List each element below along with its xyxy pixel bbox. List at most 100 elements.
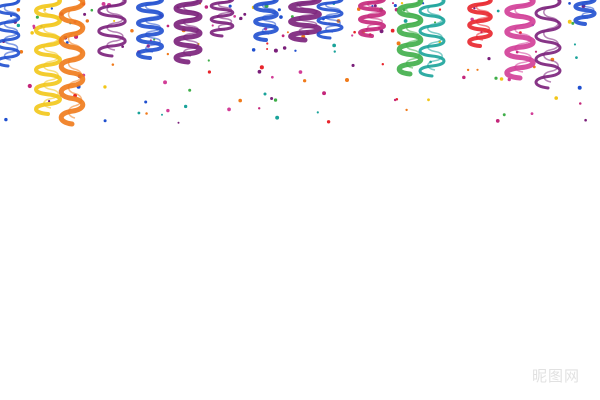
confetti-dot [19, 50, 24, 54]
streamer-green [396, 0, 424, 77]
streamer-twist [3, 0, 19, 61]
confetti-dot [279, 15, 283, 19]
confetti-dot [50, 7, 53, 10]
confetti-dot [351, 34, 354, 37]
confetti-dot [275, 115, 280, 120]
confetti-dot [579, 102, 582, 105]
confetti-dot [567, 19, 572, 24]
confetti-dot [573, 43, 576, 46]
confetti-dot [282, 46, 287, 50]
confetti-dot [83, 12, 87, 16]
streamer-yellow [34, 0, 62, 116]
streamer-purple [534, 0, 562, 90]
confetti-dot [427, 98, 430, 102]
confetti-dot [316, 111, 319, 114]
confetti-dot [251, 48, 256, 52]
confetti-dot [462, 75, 466, 80]
confetti-dot [228, 4, 232, 8]
confetti-dot [35, 15, 39, 19]
confetti-dot [332, 43, 336, 48]
confetti-dot [103, 85, 107, 89]
confetti-dot [113, 19, 116, 22]
streamer-twist [367, 0, 383, 31]
confetti-dot [259, 65, 264, 70]
confetti-dot [353, 30, 356, 34]
confetti-dot [48, 100, 51, 103]
confetti-dot [90, 8, 94, 12]
confetti-dot [163, 80, 167, 85]
streamer-twist [475, 0, 491, 41]
streamer-pink [504, 0, 536, 81]
confetti-dot [502, 113, 506, 117]
confetti-dot [568, 2, 571, 5]
confetti-dot [233, 15, 236, 18]
confetti-dot [571, 21, 575, 25]
confetti-dot [393, 98, 397, 102]
confetti-dot [473, 7, 476, 10]
confetti-dot [333, 50, 336, 53]
confetti-dot [130, 29, 134, 33]
confetti-dot [16, 8, 21, 12]
confetti-dot [204, 5, 209, 9]
confetti-dot [345, 78, 349, 82]
confetti-dot [121, 45, 124, 48]
confetti-dot [393, 4, 397, 8]
streamer-twist [183, 0, 199, 57]
confetti-dot [144, 100, 148, 104]
streamer-twist [145, 0, 161, 53]
confetti-dot [103, 119, 107, 123]
streamer-twist [581, 0, 595, 19]
streamer-twist [43, 0, 59, 109]
confetti-dot [166, 24, 170, 28]
confetti-dot [177, 121, 180, 124]
confetti-dot [530, 112, 534, 115]
streamer-twist [405, 0, 421, 69]
confetti-dot [400, 2, 404, 5]
confetti-dot [554, 96, 558, 100]
streamer-purple [97, 0, 127, 58]
confetti-dot [266, 42, 269, 45]
confetti-dot [476, 68, 479, 71]
confetti-dot [273, 98, 278, 102]
confetti-dot [575, 56, 578, 59]
streamer-purple [173, 0, 203, 65]
confetti-dot [4, 117, 8, 122]
confetti-dot [166, 52, 169, 56]
streamer-twist [325, 0, 341, 33]
confetti-dot [184, 104, 188, 109]
streamer-twist [217, 0, 233, 31]
confetti-dot [271, 75, 274, 79]
streamer-twist [106, 0, 124, 51]
confetti-dot [495, 119, 500, 123]
confetti-dot [403, 19, 408, 23]
streamer-blue [0, 0, 21, 68]
streamer-twist [261, 0, 277, 35]
confetti-dot [534, 50, 538, 53]
confetti-dot [270, 97, 274, 100]
confetti-dot [101, 2, 106, 6]
streamer-blue [573, 0, 597, 26]
confetti-dot [238, 98, 242, 103]
confetti-dot [257, 69, 262, 74]
streamer-twist [298, 0, 318, 35]
confetti-dot [137, 111, 141, 115]
streamer-twist [514, 0, 532, 73]
confetti-dot [351, 63, 355, 67]
confetti-dot [379, 29, 384, 34]
confetti-dot [207, 70, 211, 74]
streamer-twist [67, 0, 83, 119]
confetti-dot [239, 16, 243, 21]
confetti-dot [390, 28, 395, 33]
confetti-dot [303, 79, 307, 83]
confetti-dot [32, 24, 36, 28]
confetti-dot [294, 49, 297, 52]
confetti-dot [277, 8, 281, 12]
confetti-dot [211, 24, 214, 27]
confetti-dot [273, 48, 278, 53]
streamer-twist [543, 0, 559, 83]
confetti-dot [111, 63, 115, 66]
confetti-dot [16, 23, 20, 28]
confetti-dot [227, 107, 231, 112]
confetti-dot [258, 107, 261, 110]
